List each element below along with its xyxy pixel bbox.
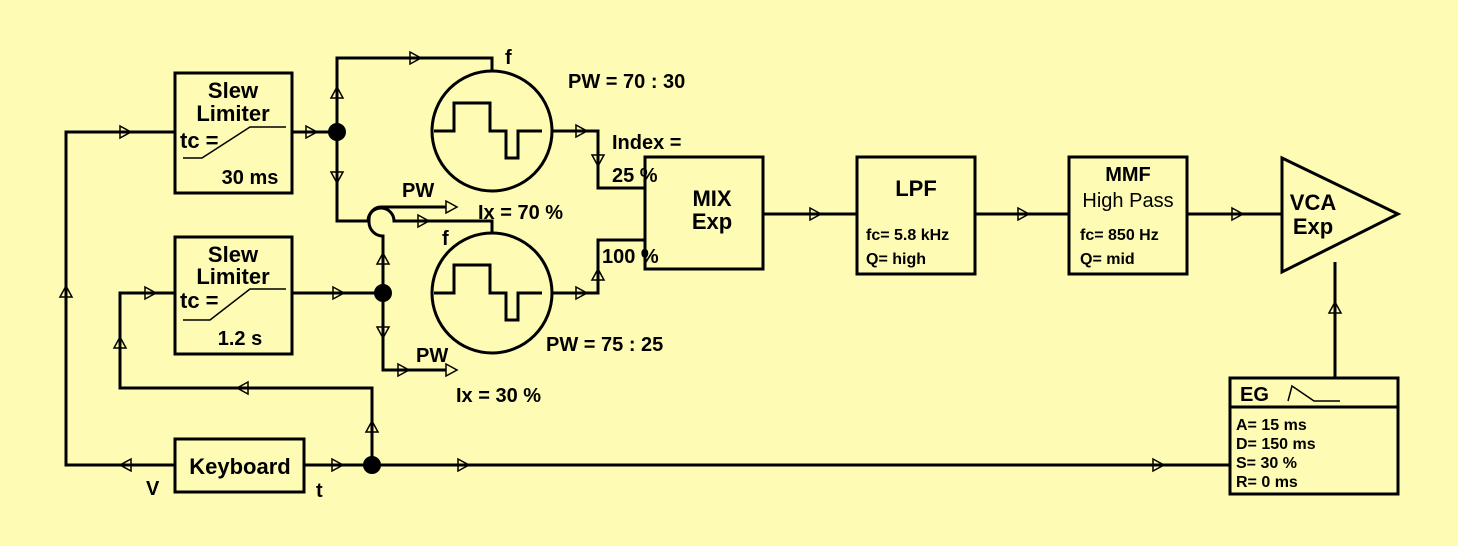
arrow-right [457, 457, 471, 473]
osc1-pw-ratio: PW = 70 : 30 [568, 71, 685, 93]
lpf-resonance: Q= high [866, 251, 926, 268]
lpf-title: LPF [895, 176, 937, 201]
arrow-right [397, 362, 411, 378]
wire-node2-to-osc1-pw [367, 205, 446, 293]
osc1-f-label: f [505, 47, 512, 69]
arrow-right [305, 124, 319, 140]
junction-dot [374, 284, 392, 302]
osc2-f-label: f [442, 228, 449, 250]
mmf-title: MMF [1105, 164, 1151, 186]
arrow-right [445, 199, 459, 215]
wire-loop-to-slew2 [118, 291, 374, 465]
mmf-resonance: Q= mid [1080, 251, 1135, 268]
wire-node1-to-osc1-f [335, 56, 494, 132]
slew-ramp-icon [183, 126, 286, 159]
mmf-mode: High Pass [1082, 190, 1173, 212]
pulse-wave-icon [434, 263, 542, 322]
envelope-icon [1287, 384, 1340, 402]
mix-title: MIX [692, 186, 731, 211]
arrow-right [809, 206, 823, 222]
arrow-left [235, 380, 249, 396]
arrow-up [329, 85, 345, 99]
eg-attack: A= 15 ms [1236, 417, 1307, 434]
lpf-cutoff: fc= 5.8 kHz [866, 227, 949, 244]
mix-in1-level: 25 % [612, 165, 658, 187]
flow-arrows [58, 50, 1343, 473]
slew2-subtitle: Limiter [196, 264, 270, 289]
keyboard-label: Keyboard [189, 454, 290, 479]
keyboard-t-label: t [316, 480, 323, 502]
arrow-right [119, 124, 133, 140]
junction-dot [363, 456, 381, 474]
arrow-right [1017, 206, 1031, 222]
arrow-right [409, 50, 423, 66]
arrow-left [118, 457, 132, 473]
arrow-right [1231, 206, 1245, 222]
oscillator-1: f PW = 70 : 30 PW Ix = 70 % [402, 47, 685, 224]
keyboard-v-label: V [146, 478, 160, 500]
arrow-down [329, 171, 345, 185]
wire-node2-to-osc2-pw [381, 293, 446, 372]
arrow-up [1327, 300, 1343, 314]
arrow-down [590, 154, 606, 168]
osc1-pw-label: PW [402, 180, 434, 202]
low-pass-filter: LPF fc= 5.8 kHz Q= high [855, 155, 977, 276]
keyboard: Keyboard V t [146, 437, 323, 502]
osc2-ix-label: Ix = 30 % [456, 385, 541, 407]
arrow-right [1152, 457, 1166, 473]
arrow-right [445, 362, 459, 378]
slew-ramp-icon [183, 288, 286, 321]
arrow-right [332, 285, 346, 301]
slew1-title: Slew [208, 78, 259, 103]
eg-sustain: S= 30 % [1236, 455, 1297, 472]
slew-limiter-1: Slew Limiter tc = 30 ms [173, 71, 294, 195]
arrow-down [375, 326, 391, 340]
pulse-wave-icon [434, 101, 542, 160]
envelope-generator: EG A= 15 ms D= 150 ms S= 30 % R= 0 ms [1228, 376, 1400, 496]
mmf-cutoff: fc= 850 Hz [1080, 227, 1159, 244]
arrow-right [417, 213, 431, 229]
arrow-up [590, 267, 606, 281]
eg-release: R= 0 ms [1236, 474, 1298, 491]
slew2-title: Slew [208, 242, 259, 267]
slew1-tc-value: 30 ms [222, 167, 279, 189]
slew-limiter-2: Slew Limiter tc = 1.2 s [173, 235, 294, 356]
eg-decay: D= 150 ms [1236, 436, 1316, 453]
mix-index-label: Index = [612, 132, 681, 154]
arrow-up [364, 419, 380, 433]
multimode-filter: MMF High Pass fc= 850 Hz Q= mid [1067, 155, 1189, 276]
osc1-ix-label: Ix = 70 % [478, 202, 563, 224]
wire-osc1-to-mix [552, 129, 645, 190]
slew1-subtitle: Limiter [196, 101, 270, 126]
vca: VCA Exp [1280, 155, 1402, 275]
wire-osc2-to-mix [552, 238, 645, 295]
arrow-right [144, 285, 158, 301]
arrow-up [58, 284, 74, 298]
osc2-pw-ratio: PW = 75 : 25 [546, 334, 663, 356]
osc2-pw-label: PW [416, 345, 448, 367]
mixer: Index = 25 % 100 % MIX Exp [602, 132, 765, 271]
arrow-up [112, 335, 128, 349]
vca-title: VCA [1290, 190, 1337, 215]
slew1-tc-label: tc = [180, 128, 219, 153]
mix-mode: Exp [692, 209, 732, 234]
slew2-tc-label: tc = [180, 288, 219, 313]
oscillator-2: f PW PW = 75 : 25 Ix = 30 % [416, 228, 663, 407]
arrow-right [575, 285, 589, 301]
mix-in2-level: 100 % [602, 246, 659, 268]
arrow-right [331, 457, 345, 473]
slew2-tc-value: 1.2 s [218, 328, 262, 350]
arrow-up [375, 251, 391, 265]
arrow-right [575, 123, 589, 139]
eg-title: EG [1240, 384, 1269, 406]
vca-mode: Exp [1293, 214, 1333, 239]
junction-dot [328, 123, 346, 141]
